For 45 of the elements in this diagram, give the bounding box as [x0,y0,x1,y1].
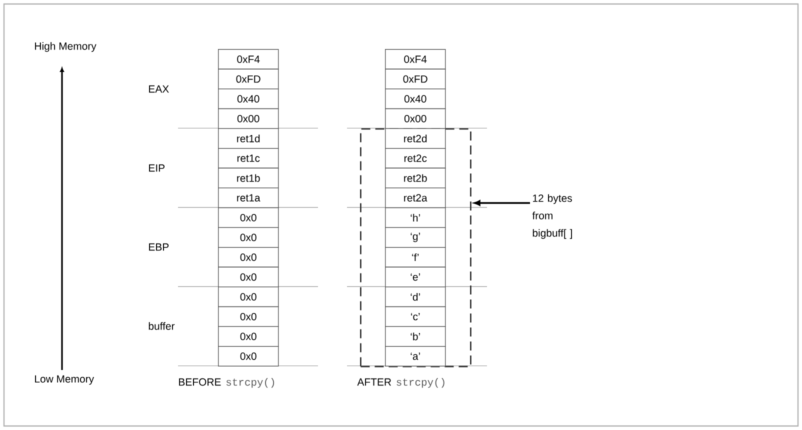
memory-cell: ‘h’ [385,207,446,228]
memory-cell: ret2c [385,148,446,168]
function-name: strcpy() [396,378,444,388]
memory-cell: ret2d [385,128,446,149]
memory-cell: ‘e’ [385,266,446,288]
memory-cell: ‘d’ [385,286,446,308]
memory-cell: 0xFD [385,68,446,90]
memory-cell: 0x0 [218,346,279,366]
memory-cell: 0xFD [218,68,279,90]
memory-cell: 0x0 [218,227,279,248]
memory-cell: ‘c’ [385,306,446,327]
memory-cell: ret1b [218,168,279,188]
memory-cell: 0x00 [218,108,279,129]
dashed-box [360,128,472,368]
memory-cell: ‘b’ [385,326,446,347]
function-name: strcpy() [226,378,274,388]
memory-cell: ret1d [218,128,279,149]
memory-cell: 0x0 [218,286,279,308]
memory-cell: ret2a [385,188,446,208]
memory-cell: 0x0 [218,306,279,327]
arrow [474,200,530,206]
memory-cell: 0x40 [218,88,279,110]
column-caption: AFTER [357,378,391,386]
axis-label: High Memory [35,42,96,52]
memory-cell: 0x0 [218,266,279,288]
axis-label: Low Memory [35,375,94,385]
annotation-text: 12 bytes from bigbuff[ ] [532,194,572,239]
memory-cell: ‘f’ [385,247,446,268]
memory-cell: ret2b [385,168,446,188]
memory-cell: 0x0 [218,247,279,268]
register-label: EBP [149,243,169,251]
memory-cell: ret1c [218,148,279,168]
register-label: EIP [149,164,164,172]
memory-cell: 0xF4 [218,49,279,70]
memory-cell: ret1a [218,188,279,208]
register-label: buffer [148,322,175,330]
memory-cell: ‘g’ [385,227,446,248]
memory-cell: 0x0 [218,326,279,347]
memory-cell: 0x40 [385,88,446,110]
memory-cell: 0x00 [385,108,446,129]
memory-cell: 0x0 [218,207,279,228]
register-label: EAX [149,85,169,93]
column-caption: BEFORE [179,378,221,386]
memory-cell: ‘a’ [385,346,446,366]
memory-cell: 0xF4 [385,49,446,70]
